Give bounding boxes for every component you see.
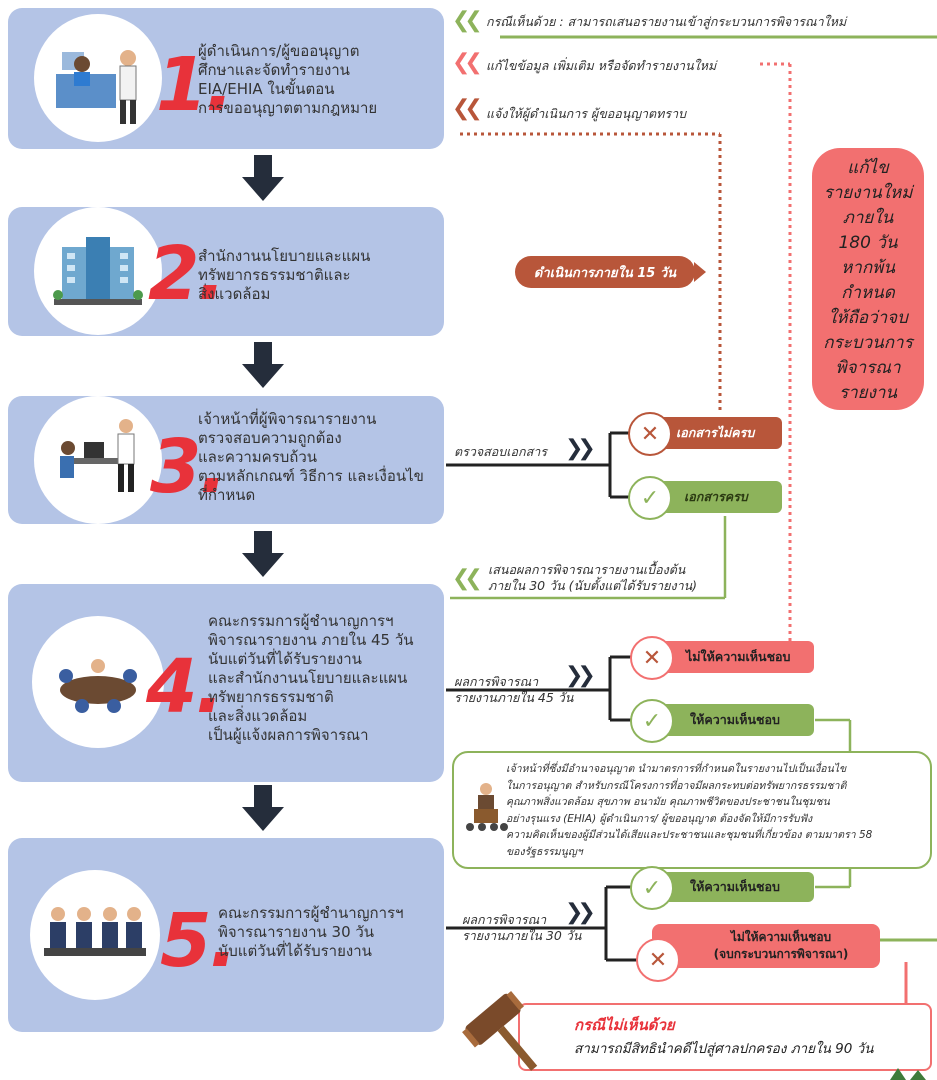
double-chevron-right-icon: ❯❯ (565, 436, 596, 461)
committee-illustration (30, 870, 160, 1000)
revise-note: แก้ไขข้อมูล เพิ่มเติม หรือจัดทำรายงานใหม… (486, 58, 717, 73)
authority-note-text: เจ้าหน้าที่ซึ่งมีอำนาจอนุญาต นำมาตรการที… (506, 763, 873, 858)
step-3-text: เจ้าหน้าที่ผู้พิจารณารายงาน ตรวจสอบความถ… (198, 410, 424, 504)
double-chevron-right-icon: ❯❯ (565, 900, 596, 925)
step-1-text: ผู้ดำเนินการ/ผู้ขออนุญาต ศึกษาและจัดทำรา… (198, 42, 378, 117)
desk-worker-illustration (34, 396, 162, 524)
agree-note: กรณีเห็นด้วย : สามารถเสนอรายงานเข้าสู่กร… (486, 14, 847, 29)
disapprove-end-badge: ไม่ให้ความเห็นชอบ (จบกระบวนการพิจารณา) (652, 924, 880, 968)
authority-note-box: เจ้าหน้าที่ซึ่งมีอำนาจอนุญาต นำมาตรการที… (452, 751, 932, 869)
court-box: กรณีไม่เห็นด้วย สามารถมีสิทธินำคดีไปสู่ศ… (518, 1003, 932, 1071)
check-icon: ✓ (630, 866, 674, 910)
step-2-number: 2. (148, 231, 226, 317)
step-2-box: 2. สำนักงานนโยบายและแผน ทรัพยากรธรรมชาติ… (8, 207, 444, 336)
x-icon: ✕ (636, 938, 680, 982)
building-illustration (34, 207, 162, 335)
step-3-number: 3. (150, 424, 228, 510)
docs-complete-text: เอกสารครบ (684, 489, 748, 504)
down-arrow-4 (242, 785, 286, 833)
step-2-text: สำนักงานนโยบายและแผน ทรัพยากรธรรมชาติและ… (198, 247, 371, 303)
meeting-illustration (32, 616, 164, 748)
within-15-days-text: ดำเนินการภายใน 15 วัน (533, 265, 677, 281)
tree-decoration-icon (890, 1068, 926, 1080)
office-worker-illustration (34, 14, 162, 142)
down-arrow-1 (242, 155, 284, 203)
disapprove-text: ไม่ให้ความเห็นชอบ (686, 649, 791, 664)
step-4-text: คณะกรรมการผู้ชำนาญการฯ พิจารณารายงาน ภาย… (208, 612, 414, 744)
double-chevron-left-icon: ❮❮ (452, 50, 483, 75)
down-arrow-3 (242, 531, 286, 579)
court-title: กรณีไม่เห็นด้วย (574, 1016, 675, 1034)
podium-speaker-icon (466, 783, 508, 831)
within-15-days-callout: ดำเนินการภายใน 15 วัน (515, 256, 695, 288)
result-30-label: ผลการพิจารณา รายงานภายใน 30 วัน (462, 912, 582, 943)
step-4-number: 4. (146, 644, 224, 730)
step-1-number: 1. (156, 42, 234, 128)
step-3-box: 3. เจ้าหน้าที่ผู้พิจารณารายงาน ตรวจสอบคว… (8, 396, 444, 524)
check-icon: ✓ (630, 699, 674, 743)
step-1-box: 1. ผู้ดำเนินการ/ผู้ขออนุญาต ศึกษาและจัดท… (8, 8, 444, 149)
down-arrow-2 (242, 342, 286, 390)
step-4-box: 4. คณะกรรมการผู้ชำนาญการฯ พิจารณารายงาน … (8, 584, 444, 782)
court-text: สามารถมีสิทธินำคดีไปสู่ศาลปกครอง ภายใน 9… (574, 1041, 874, 1057)
approve-2-text: ให้ความเห็นชอบ (690, 879, 780, 894)
double-chevron-right-icon: ❯❯ (565, 663, 596, 688)
approve-text: ให้ความเห็นชอบ (690, 712, 780, 727)
double-chevron-left-icon: ❮❮ (452, 96, 483, 121)
disapprove-end-text: ไม่ให้ความเห็นชอบ (จบกระบวนการพิจารณา) (713, 930, 849, 961)
step-5-number: 5. (160, 898, 238, 984)
step-5-box: 5. คณะกรรมการผู้ชำนาญการฯ พิจารณารายงาน … (8, 838, 444, 1032)
notify-note: แจ้งให้ผู้ดำเนินการ ผู้ขออนุญาตทราบ (486, 106, 687, 121)
x-icon: ✕ (628, 412, 672, 456)
result-45-label: ผลการพิจารณา รายงานภายใน 45 วัน (454, 674, 574, 705)
callout-pointer (694, 262, 706, 282)
revise-180-days-bubble: แก้ไข รายงานใหม่ ภายใน 180 วัน หากพ้น กำ… (812, 148, 924, 410)
x-icon: ✕ (630, 636, 674, 680)
step-5-text: คณะกรรมการผู้ชำนาญการฯ พิจารณารายงาน 30 … (218, 904, 404, 960)
preliminary-note: เสนอผลการพิจารณารายงานเบื้องต้น ภายใน 30… (488, 562, 698, 593)
check-docs-label: ตรวจสอบเอกสาร (454, 444, 547, 459)
check-icon: ✓ (628, 476, 672, 520)
double-chevron-left-icon: ❮❮ (452, 566, 483, 591)
gavel-icon (462, 991, 538, 1071)
double-chevron-left-icon: ❮❮ (452, 8, 483, 33)
docs-incomplete-text: เอกสารไม่ครบ (676, 425, 755, 440)
